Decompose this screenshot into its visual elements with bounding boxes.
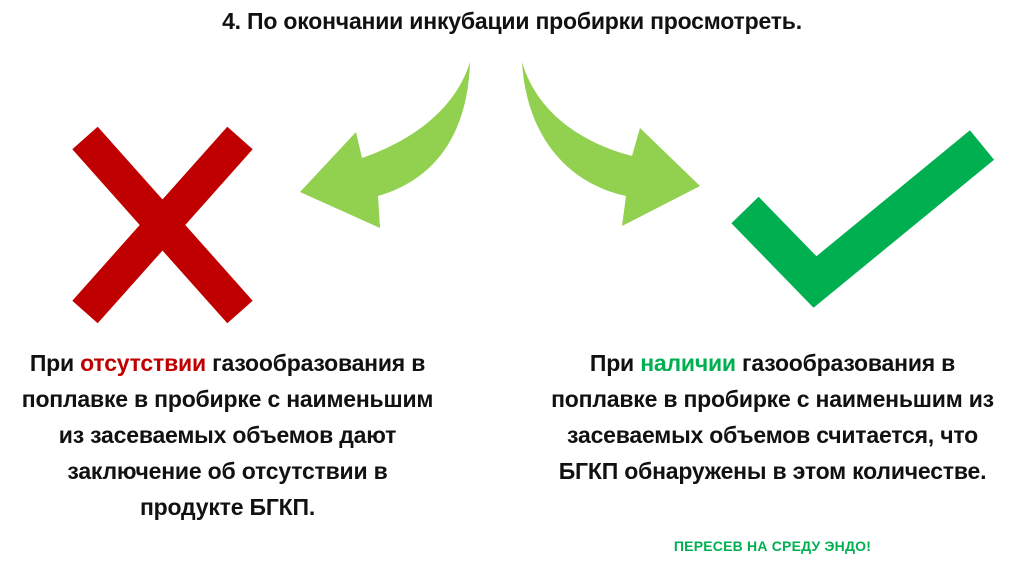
negative-highlight: отсутствии xyxy=(80,350,206,376)
positive-rest: газообразования в поплавке в пробирке с … xyxy=(551,350,994,484)
cross-icon xyxy=(72,126,253,324)
positive-highlight: наличии xyxy=(640,350,736,376)
positive-prefix: При xyxy=(589,350,641,376)
slide-title: 4. По окончании инкубации пробирки просм… xyxy=(222,8,802,34)
negative-prefix: При xyxy=(29,350,81,376)
arrow-left-icon xyxy=(300,62,470,228)
arrow-right-icon xyxy=(522,62,700,226)
subculture-note: ПЕРЕСЕВ НА СРЕДУ ЭНДО! xyxy=(673,538,872,554)
positive-result-text: При наличии газообразования в поплавке в… xyxy=(540,345,1005,489)
negative-rest: газообразования в поплавке в пробирке с … xyxy=(21,350,434,520)
negative-result-text: При отсутствии газообразования в поплавк… xyxy=(15,345,440,525)
check-icon xyxy=(731,130,995,308)
